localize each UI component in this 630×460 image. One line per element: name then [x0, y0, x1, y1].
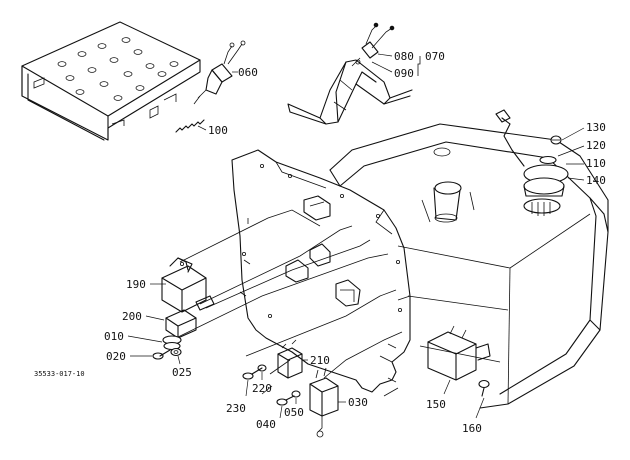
bushing-010: [162, 335, 182, 351]
assembly-lines: [175, 209, 403, 397]
switch-060: [193, 40, 246, 105]
label-030: 030: [348, 396, 368, 409]
label-010: 010: [104, 330, 124, 343]
tray-holes: [57, 37, 179, 101]
label-190: 190: [126, 278, 146, 291]
label-100: 100: [208, 124, 228, 137]
label-070: 070: [425, 50, 445, 63]
bolt-230: [242, 367, 263, 380]
relay-190: [161, 257, 215, 313]
washer-025: [170, 347, 182, 357]
label-025: 025: [172, 366, 192, 379]
reference-code: 35533-017-10: [34, 370, 85, 378]
label-060: 060: [238, 66, 258, 79]
bolt-160: [478, 379, 490, 397]
label-230: 230: [226, 402, 246, 415]
label-210: 210: [310, 354, 330, 367]
label-050: 050: [284, 406, 304, 419]
label-090: 090: [394, 67, 414, 80]
label-200: 200: [122, 310, 142, 323]
relay-030: [309, 367, 339, 438]
bracket-070: [287, 59, 413, 125]
label-160: 160: [462, 422, 482, 435]
label-110: 110: [586, 157, 606, 170]
label-080: 080: [394, 50, 414, 63]
mounting-panel: [231, 149, 411, 393]
part-labels: 060 080 070 090 100 130 120 110 140 190 …: [34, 50, 606, 435]
label-150: 150: [426, 398, 446, 411]
label-220: 220: [252, 382, 272, 395]
relay-150: [427, 325, 491, 381]
relay-200: [165, 309, 197, 339]
fuel-sender-unit: [495, 109, 569, 216]
relay-210: [277, 339, 303, 379]
leader-lines: [127, 283, 485, 419]
label-020: 020: [106, 350, 126, 363]
bolt-040: [276, 395, 295, 406]
bolt-020: [152, 349, 171, 360]
spring-100: [175, 119, 205, 133]
label-130: 130: [586, 121, 606, 134]
label-120: 120: [586, 139, 606, 152]
fuel-tank: [329, 123, 609, 409]
battery-tray: [21, 21, 201, 141]
label-140: 140: [586, 174, 606, 187]
label-040: 040: [256, 418, 276, 431]
switch-080: [351, 22, 395, 67]
